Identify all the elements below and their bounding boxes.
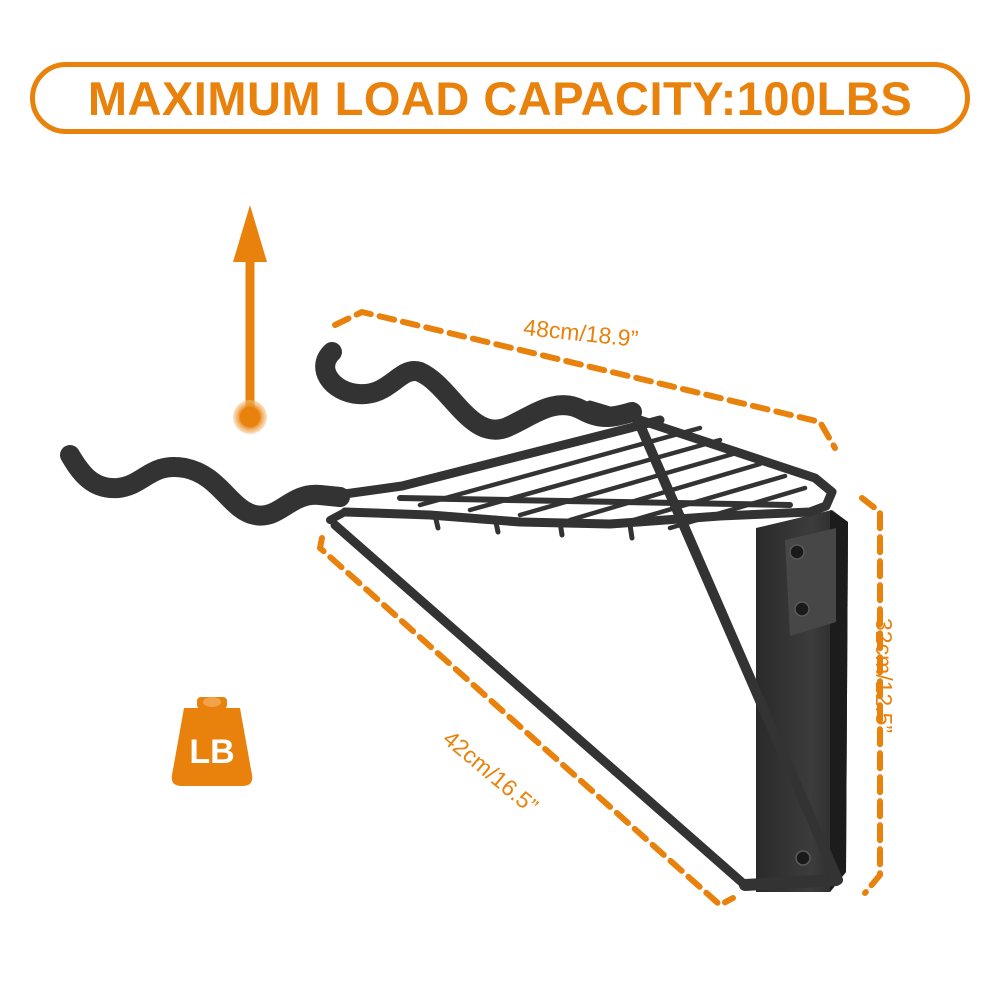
top-dimension-line: [332, 309, 838, 451]
diagonal-dimension-line: [317, 535, 736, 908]
wall-plate: [756, 510, 848, 892]
weight-icon: [171, 697, 253, 786]
load-capacity-text: MAXIMUM LOAD CAPACITY:100LBS: [87, 71, 913, 125]
height-dimension-label: 32cm/12.5”: [871, 618, 897, 734]
load-capacity-banner: MAXIMUM LOAD CAPACITY:100LBS: [30, 62, 970, 134]
height-dimension-line: [859, 495, 883, 896]
lift-arrow-icon: [233, 205, 267, 434]
rack-frame: [60, 342, 843, 891]
weight-icon-label: LB: [189, 733, 235, 771]
dimension-lines: [317, 309, 883, 908]
